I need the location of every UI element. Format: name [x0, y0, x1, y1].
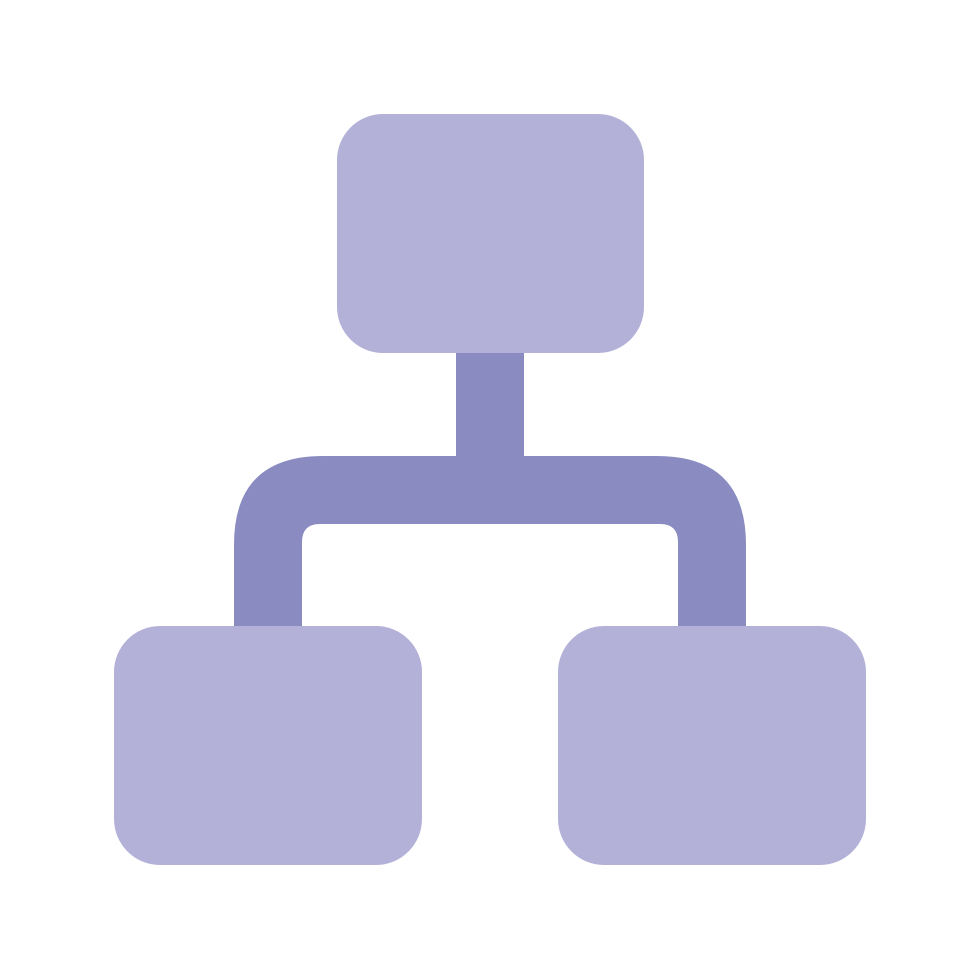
connector-branch — [234, 456, 746, 640]
bottom-left-node — [114, 626, 422, 865]
bottom-right-node — [558, 626, 866, 865]
top-node — [337, 114, 644, 353]
connector-stem — [456, 345, 524, 473]
connector-lines — [234, 345, 746, 640]
